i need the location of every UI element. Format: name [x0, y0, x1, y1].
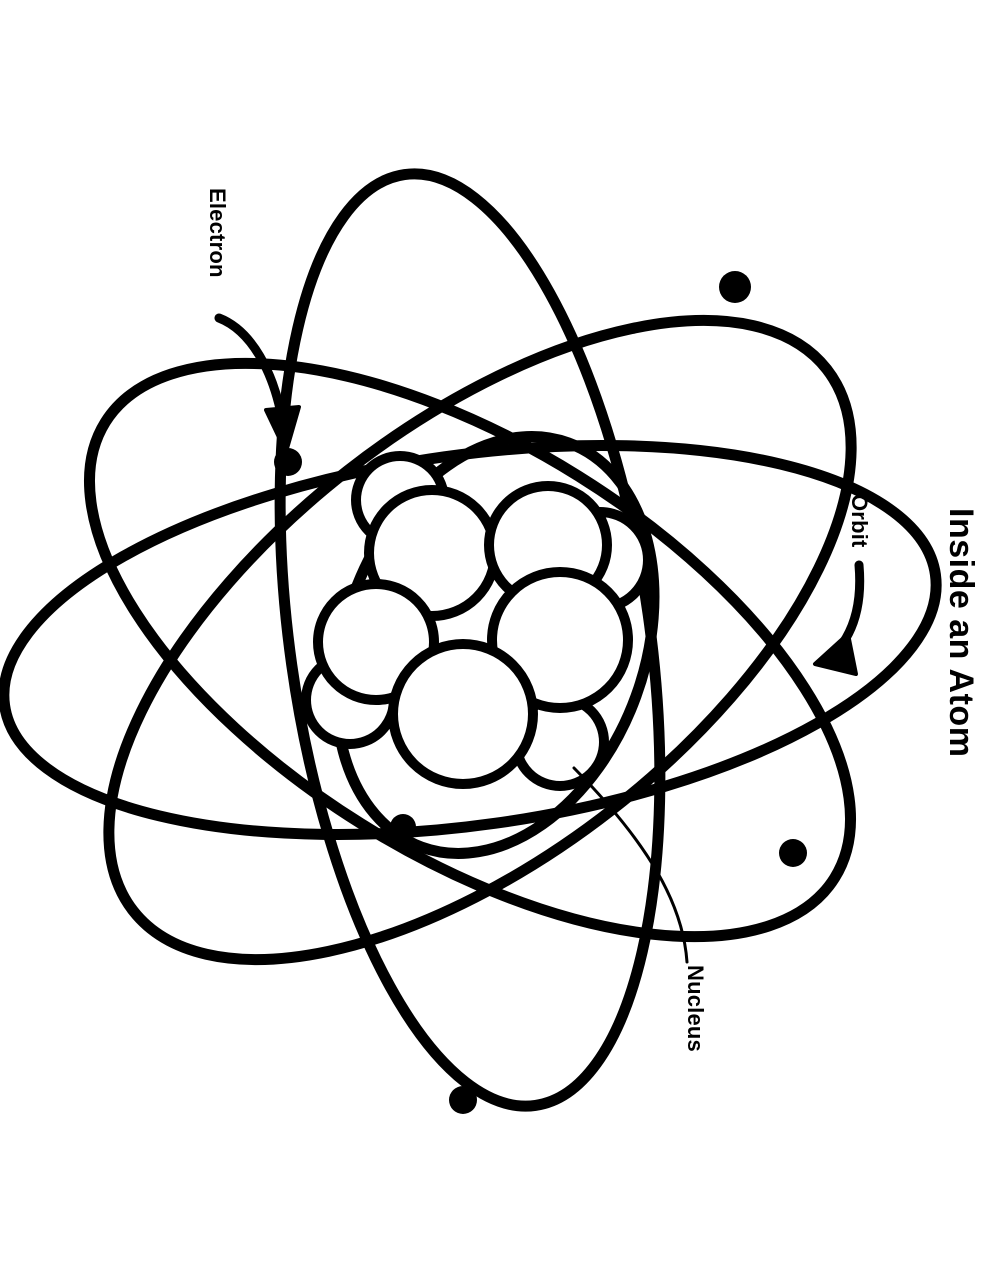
page-title: Inside an Atom — [942, 508, 980, 758]
electron-lower-left — [390, 814, 416, 840]
electron-label: Electron — [205, 188, 230, 278]
electron-bottom — [449, 1086, 477, 1114]
nucleus-label: Nucleus — [683, 965, 708, 1052]
electron-lower-right — [779, 839, 807, 867]
electron-upper-right — [719, 271, 751, 303]
electrons-group — [274, 271, 807, 1114]
orbit-diagonal-right — [103, 314, 857, 966]
electron-arrow-head — [264, 405, 301, 454]
orbit-horizontal — [0, 439, 942, 841]
orbit-arrow-head — [813, 632, 858, 676]
nucleon-5 — [388, 639, 538, 789]
nucleus-leader — [572, 766, 689, 964]
nucleus-group — [301, 451, 653, 791]
orbits-group — [0, 168, 942, 1112]
orbit-diagonal-left — [84, 357, 856, 943]
orbit-label: Orbit — [847, 494, 872, 548]
electron-upper-left — [274, 448, 302, 476]
leader-lines-group — [214, 313, 865, 964]
